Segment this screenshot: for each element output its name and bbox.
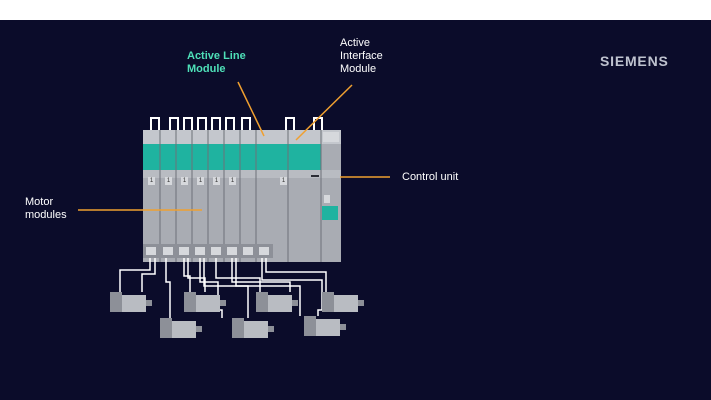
servo-motor <box>110 292 152 312</box>
label-active-interface-module: Active Interface Module <box>340 37 383 75</box>
servo-motor <box>304 316 346 336</box>
callout-active-line-module <box>237 81 265 137</box>
module-badge: 1 <box>197 177 204 185</box>
slide-canvas: 1 1 1 1 1 1 1 Active Line Module Active Interf… <box>0 20 711 400</box>
servo-motor <box>160 318 202 338</box>
dc-link-connectors <box>150 117 323 132</box>
label-motor-modules: Motor modules <box>25 196 67 221</box>
module-badge: 1 <box>181 177 188 185</box>
callout-lines <box>78 81 390 211</box>
servo-motor <box>184 292 226 312</box>
servo-motor <box>256 292 298 312</box>
siemens-logo: SIEMENS <box>600 53 669 69</box>
drive-system-diagram <box>78 81 390 338</box>
motor-cables <box>119 258 327 318</box>
module-badge: 1 <box>213 177 220 185</box>
module-badge: 1 <box>165 177 172 185</box>
module-badge: 1 <box>229 177 236 185</box>
label-active-line-module: Active Line Module <box>187 50 246 75</box>
servo-motor <box>232 318 274 338</box>
label-control-unit: Control unit <box>402 171 459 183</box>
servo-motors <box>110 292 364 338</box>
servo-motor <box>322 292 364 312</box>
drive-lineup <box>143 130 341 262</box>
module-badge: 1 <box>280 177 287 185</box>
module-badge: 1 <box>148 177 155 185</box>
callout-active-interface-module <box>295 84 353 141</box>
